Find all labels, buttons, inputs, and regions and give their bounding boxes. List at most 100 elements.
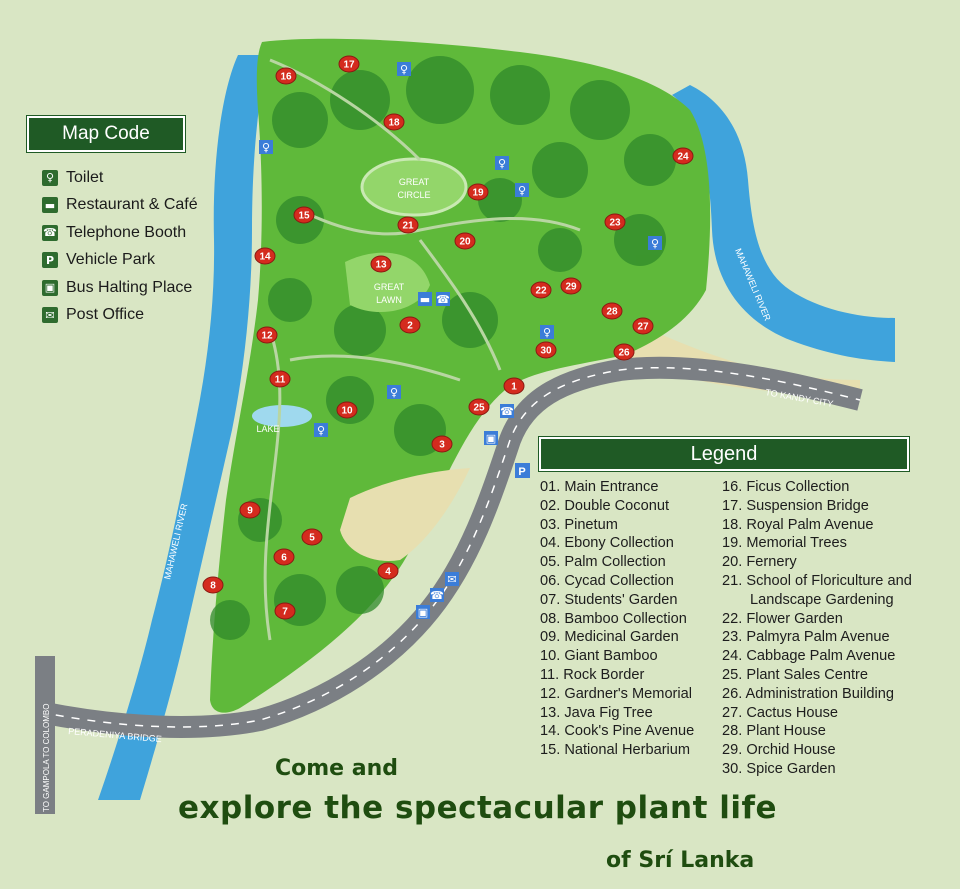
marker-number: 27 bbox=[637, 322, 649, 333]
legend-item: 18. Royal Palm Avenue bbox=[722, 516, 874, 533]
marker-9[interactable]: 9 bbox=[239, 501, 261, 519]
marker-15[interactable]: 15 bbox=[293, 206, 315, 224]
svg-text:P: P bbox=[518, 466, 525, 478]
toilet-icon: ♀ bbox=[495, 156, 509, 170]
marker-number: 3 bbox=[439, 440, 445, 451]
marker-29[interactable]: 29 bbox=[560, 277, 582, 295]
legend-item: 30. Spice Garden bbox=[722, 760, 836, 777]
marker-3[interactable]: 3 bbox=[431, 435, 453, 453]
bus-icon: ▣ bbox=[484, 431, 498, 445]
svg-text:♀: ♀ bbox=[651, 237, 659, 250]
map-code-item: ☎Telephone Booth bbox=[42, 219, 198, 247]
river-east bbox=[672, 85, 895, 362]
great-lawn-label: GREAT bbox=[374, 282, 405, 292]
marker-20[interactable]: 20 bbox=[454, 232, 476, 250]
parking-icon: P bbox=[42, 252, 58, 269]
marker-number: 29 bbox=[565, 282, 577, 293]
svg-text:♀: ♀ bbox=[543, 326, 551, 339]
marker-8[interactable]: 8 bbox=[202, 576, 224, 594]
marker-number: 30 bbox=[540, 346, 552, 357]
marker-13[interactable]: 13 bbox=[370, 255, 392, 273]
legend-title: Legend bbox=[539, 437, 909, 471]
marker-27[interactable]: 27 bbox=[632, 317, 654, 335]
marker-number: 12 bbox=[261, 331, 273, 342]
marker-number: 22 bbox=[535, 286, 547, 297]
svg-text:☎: ☎ bbox=[430, 589, 444, 602]
marker-26[interactable]: 26 bbox=[613, 343, 635, 361]
marker-number: 19 bbox=[472, 188, 484, 199]
marker-18[interactable]: 18 bbox=[383, 113, 405, 131]
marker-7[interactable]: 7 bbox=[274, 602, 296, 620]
marker-number: 16 bbox=[280, 72, 292, 83]
marker-22[interactable]: 22 bbox=[530, 281, 552, 299]
marker-16[interactable]: 16 bbox=[275, 67, 297, 85]
marker-14[interactable]: 14 bbox=[254, 247, 276, 265]
legend-item: 14. Cook's Pine Avenue bbox=[540, 723, 695, 740]
marker-12[interactable]: 12 bbox=[256, 326, 278, 344]
restaurant-icon: ▬ bbox=[418, 292, 432, 306]
marker-number: 1 bbox=[511, 382, 517, 393]
marker-21[interactable]: 21 bbox=[397, 216, 419, 234]
legend-item: 07. Students' Garden bbox=[540, 591, 678, 608]
great-lawn-label: LAWN bbox=[376, 295, 402, 305]
marker-number: 6 bbox=[281, 553, 287, 564]
legend-item: 10. Giant Bamboo bbox=[540, 648, 658, 665]
legend-item: 17. Suspension Bridge bbox=[722, 497, 869, 514]
marker-5[interactable]: 5 bbox=[301, 528, 323, 546]
marker-1[interactable]: 1 bbox=[503, 377, 525, 395]
marker-number: 23 bbox=[609, 218, 621, 229]
tagline-line-1: Come and bbox=[275, 756, 399, 781]
marker-number: 13 bbox=[375, 260, 387, 271]
marker-layer: 1234567891011121314151617181920212223242… bbox=[202, 55, 694, 620]
marker-17[interactable]: 17 bbox=[338, 55, 360, 73]
marker-28[interactable]: 28 bbox=[601, 302, 623, 320]
svg-text:♀: ♀ bbox=[390, 386, 398, 399]
tagline-line-3: of Srí Lanka bbox=[606, 848, 755, 873]
map-code-label: Bus Halting Place bbox=[66, 278, 193, 296]
marker-number: 5 bbox=[309, 533, 315, 544]
marker-number: 17 bbox=[343, 60, 355, 71]
legend-item: 27. Cactus House bbox=[722, 704, 839, 721]
marker-24[interactable]: 24 bbox=[672, 147, 694, 165]
legend-item: 06. Cycad Collection bbox=[540, 572, 674, 589]
svg-text:♀: ♀ bbox=[400, 63, 408, 76]
map-code-item: ▬Restaurant & Café bbox=[42, 192, 198, 220]
map-code-label: Vehicle Park bbox=[66, 251, 155, 269]
svg-text:✉: ✉ bbox=[447, 573, 456, 586]
svg-text:☎: ☎ bbox=[500, 405, 514, 418]
marker-19[interactable]: 19 bbox=[467, 183, 489, 201]
legend-item: 28. Plant House bbox=[722, 723, 826, 740]
map-code-item: ✉Post Office bbox=[42, 302, 198, 330]
post-office-icon: ✉ bbox=[445, 572, 459, 586]
toilet-icon: ♀ bbox=[515, 183, 529, 197]
legend-item: 26. Administration Building bbox=[722, 685, 894, 702]
svg-text:☎: ☎ bbox=[436, 293, 450, 306]
map-code-label: Telephone Booth bbox=[66, 223, 187, 241]
toilet-icon: ♀ bbox=[259, 140, 273, 154]
park-area bbox=[210, 38, 711, 713]
bus-icon: ▣ bbox=[416, 605, 430, 619]
marker-10[interactable]: 10 bbox=[336, 401, 358, 419]
legend-item: 01. Main Entrance bbox=[540, 479, 659, 495]
marker-number: 28 bbox=[606, 307, 618, 318]
legend-item: 08. Bamboo Collection bbox=[540, 610, 687, 627]
marker-number: 15 bbox=[298, 211, 310, 222]
marker-25[interactable]: 25 bbox=[468, 398, 490, 416]
legend-item: 20. Fernery bbox=[722, 554, 797, 571]
legend-item: 05. Palm Collection bbox=[540, 554, 666, 571]
marker-11[interactable]: 11 bbox=[269, 370, 291, 388]
marker-23[interactable]: 23 bbox=[604, 213, 626, 231]
map-code-item: ▣ Bus Halting Place bbox=[42, 274, 198, 302]
marker-2[interactable]: 2 bbox=[399, 316, 421, 334]
marker-number: 26 bbox=[618, 348, 630, 359]
legend-item: 12. Gardner's Memorial bbox=[540, 685, 693, 702]
marker-number: 8 bbox=[210, 581, 216, 592]
legend-item: Landscape Gardening bbox=[750, 591, 894, 608]
marker-4[interactable]: 4 bbox=[377, 562, 399, 580]
toilet-icon: ♀ bbox=[42, 169, 58, 186]
bus-icon: ▣ bbox=[42, 279, 58, 296]
marker-6[interactable]: 6 bbox=[273, 548, 295, 566]
marker-30[interactable]: 30 bbox=[535, 341, 557, 359]
legend-item: 09. Medicinal Garden bbox=[540, 629, 679, 646]
